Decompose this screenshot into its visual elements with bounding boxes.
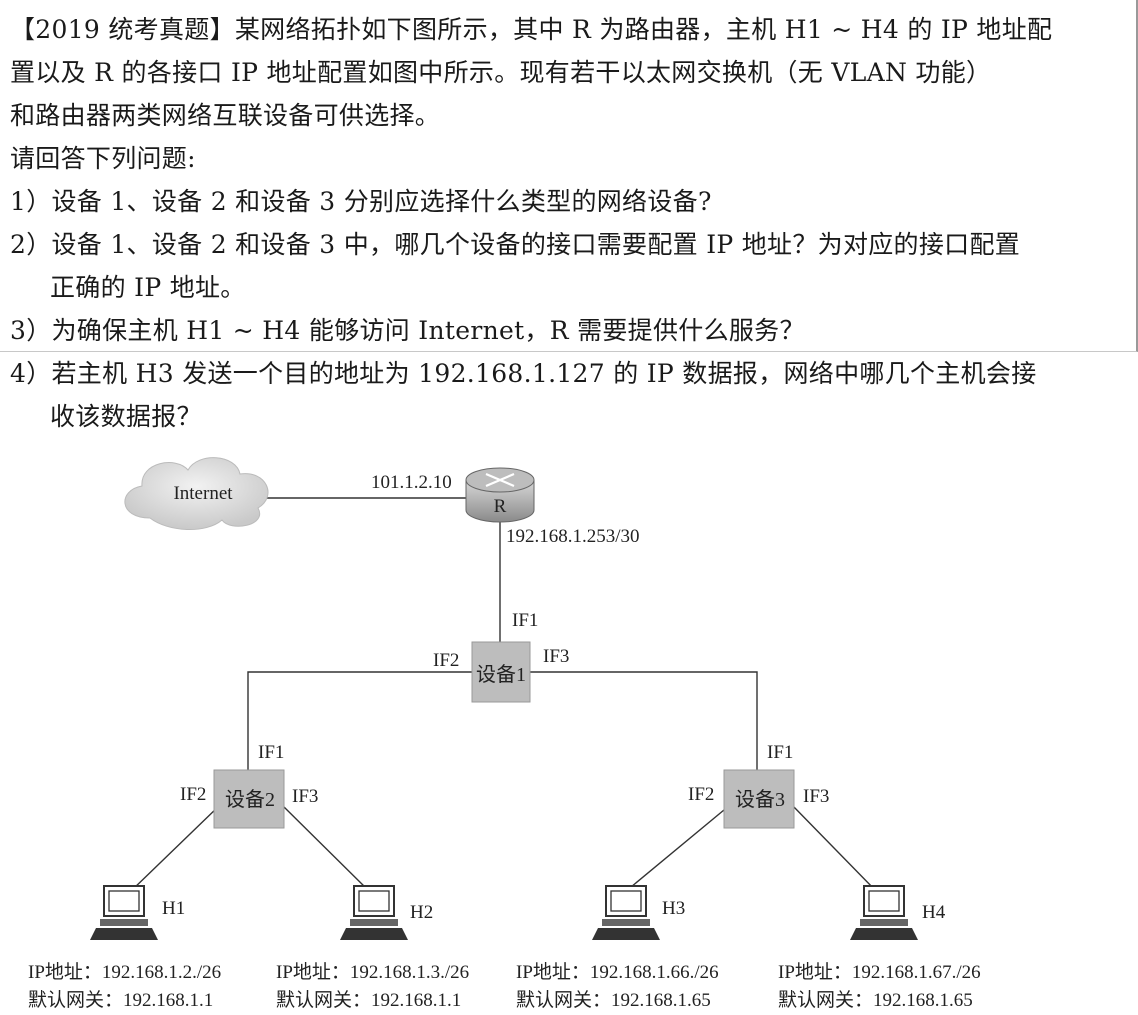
- question-item-3: 3）为确保主机 H1 ~ H4 能够访问 Internet，R 需要提供什么服务…: [10, 316, 805, 345]
- host-h2-name: H2: [410, 902, 433, 923]
- device1-label: 设备1: [476, 663, 526, 686]
- host-h4-ip: IP地址：192.168.1.67./26: [778, 961, 981, 983]
- links: [129, 497, 878, 893]
- host-h1-gateway: 默认网关：192.168.1.1: [28, 989, 213, 1011]
- host-h4: H4: [850, 885, 946, 940]
- link-device2-h2: [281, 804, 371, 893]
- link-device3-h4: [791, 804, 878, 893]
- question-item-1: 1）设备 1、设备 2 和设备 3 分别应选择什么类型的网络设备?: [10, 187, 712, 216]
- question-item-4-cont: 收该数据报？: [50, 402, 202, 431]
- link-device1-device2: [247, 671, 472, 780]
- host-h1-ip: IP地址：192.168.1.2./26: [28, 961, 221, 983]
- host-h3: H3: [592, 885, 685, 940]
- computer-icon: [592, 885, 660, 940]
- device1-if1-label: IF1: [512, 610, 538, 631]
- device3-if2-label: IF2: [688, 784, 714, 805]
- device3-label: 设备3: [735, 788, 785, 811]
- router-label: R: [494, 496, 507, 517]
- device2-if1-label: IF1: [258, 742, 284, 763]
- host-h2-gateway: 默认网关：192.168.1.1: [276, 989, 461, 1011]
- host-h2-ip: IP地址：192.168.1.3./26: [276, 961, 469, 983]
- device2-if2-label: IF2: [180, 784, 206, 805]
- router-wan-ip: 101.1.2.10: [371, 472, 452, 493]
- device1-if2-label: IF2: [433, 650, 459, 671]
- router-icon: [465, 467, 535, 523]
- host-h3-name: H3: [662, 898, 685, 919]
- device3-box: [723, 769, 795, 829]
- device1-if3-label: IF3: [543, 646, 569, 667]
- question-line-1: 【2019 统考真题】某网络拓扑如下图所示，其中 R 为路由器，主机 H1 ~ …: [10, 15, 1053, 44]
- device3-if1-label: IF1: [767, 742, 793, 763]
- question-item-2: 2）设备 1、设备 2 和设备 3 中，哪几个设备的接口需要配置 IP 地址？为…: [10, 230, 1021, 259]
- host-h1-name: H1: [162, 898, 185, 919]
- computer-icon: [340, 885, 408, 940]
- device2-box: [213, 769, 285, 829]
- question-item-2-cont: 正确的 IP 地址。: [50, 273, 246, 302]
- question-line-2: 置以及 R 的各接口 IP 地址配置如图中所示。现有若干以太网交换机（无 VLA…: [10, 58, 992, 87]
- question-line-3: 和路由器两类网络互联设备可供选择。: [10, 101, 441, 130]
- host-h1: H1: [90, 885, 185, 940]
- device2-label: 设备2: [225, 788, 275, 811]
- host-h3-gateway: 默认网关：192.168.1.65: [516, 989, 711, 1011]
- network-topology-diagram: Internet R 101.1.2.10 192.168.1.253/30 设…: [28, 457, 981, 1011]
- device3-if3-label: IF3: [803, 786, 829, 807]
- link-device1-device3: [530, 671, 758, 780]
- device2-if3-label: IF3: [292, 786, 318, 807]
- host-h4-gateway: 默认网关：192.168.1.65: [778, 989, 973, 1011]
- link-device3-h3: [624, 804, 731, 893]
- link-device2-h1: [129, 804, 221, 893]
- question-prompt: 请回答下列问题:: [10, 144, 196, 173]
- host-h4-name: H4: [922, 902, 946, 923]
- question-item-4: 4）若主机 H3 发送一个目的地址为 192.168.1.127 的 IP 数据…: [10, 359, 1037, 388]
- internet-cloud-icon: [124, 457, 269, 530]
- host-h3-ip: IP地址：192.168.1.66./26: [516, 961, 719, 983]
- host-h2: H2: [340, 885, 433, 940]
- router-lan-ip: 192.168.1.253/30: [506, 526, 640, 547]
- internet-label: Internet: [173, 483, 233, 504]
- computer-icon: [850, 885, 918, 940]
- computer-icon: [90, 885, 158, 940]
- device1-box: [471, 641, 531, 703]
